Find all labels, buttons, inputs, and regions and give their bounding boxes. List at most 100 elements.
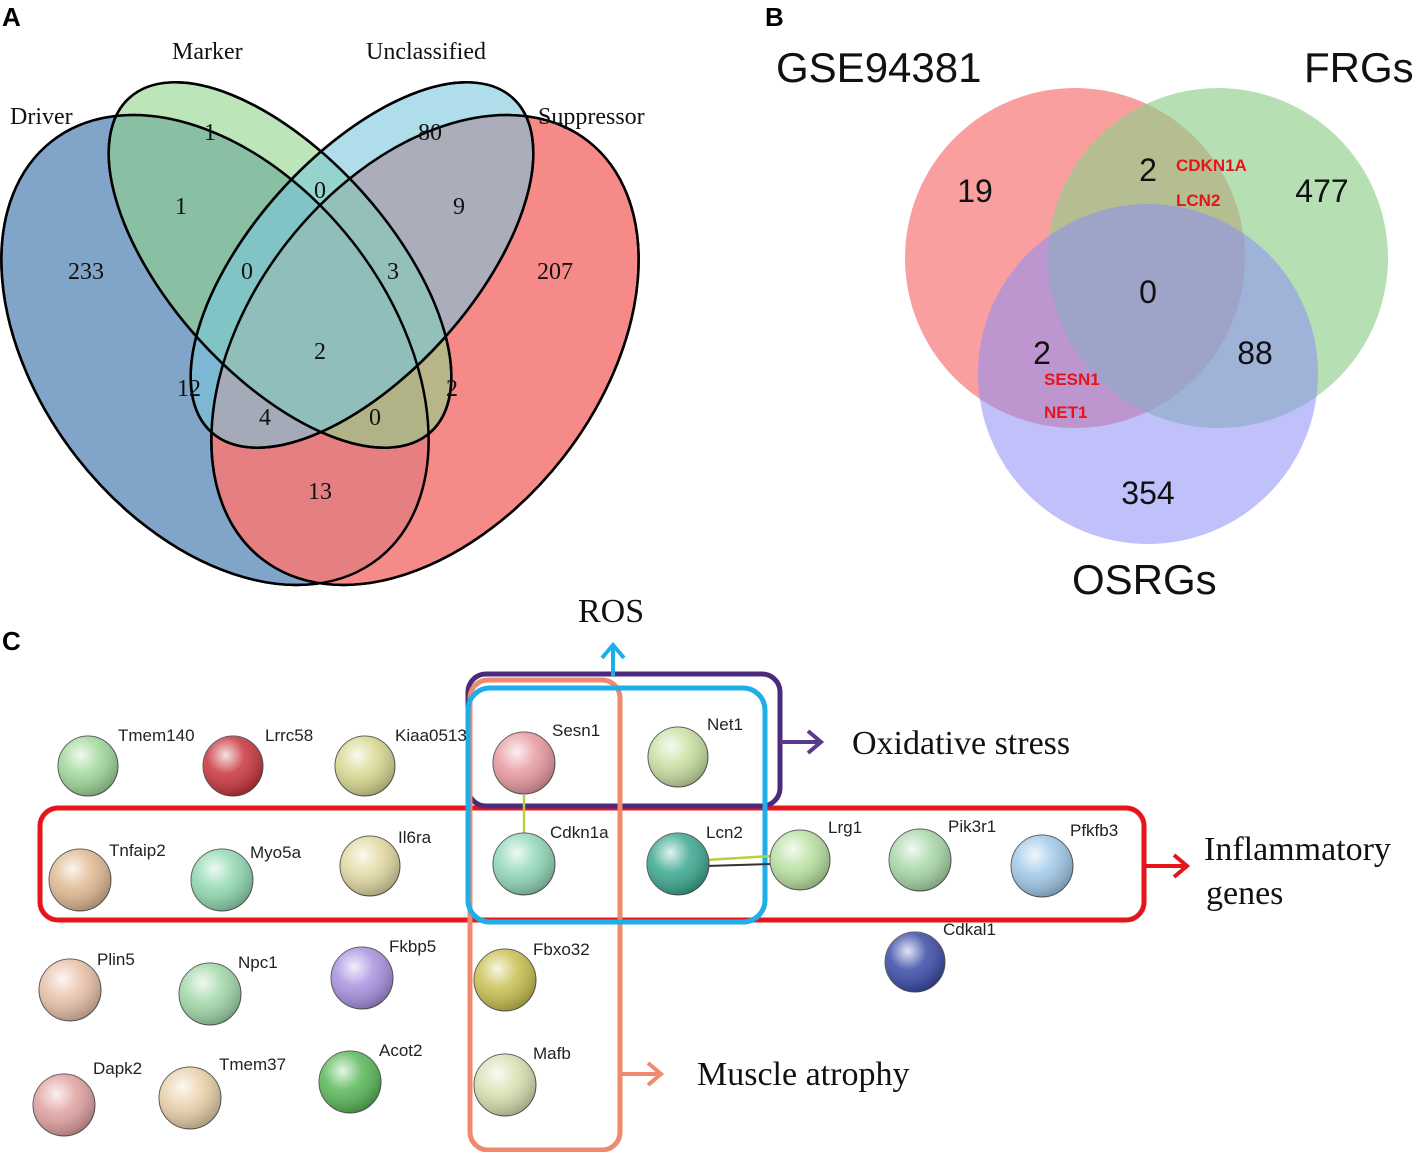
node-label: Mafb [533, 1044, 571, 1063]
arrow-inflammatory [1144, 853, 1191, 879]
label-inflammatory-line2: genes [1206, 875, 1283, 912]
node-label: Net1 [707, 715, 743, 734]
count-frgs-osrgs: 88 [1237, 335, 1273, 371]
node-pik3r1[interactable]: Pik3r1 [888, 817, 996, 892]
node-label: Il6ra [398, 828, 432, 847]
venn4-counts: 233 1 80 207 1 0 9 0 3 2 12 2 4 0 13 [68, 120, 573, 505]
node-label: Pfkfb3 [1070, 821, 1118, 840]
count-gse-frgs: 2 [1139, 152, 1157, 188]
node-label: Plin5 [97, 950, 135, 969]
node-label: Lrrc58 [265, 726, 313, 745]
set-label-suppressor: Suppressor [538, 104, 645, 130]
node-dapk2[interactable]: Dapk2 [32, 1059, 142, 1137]
count-driver-only: 233 [68, 259, 104, 285]
group-arrows [600, 641, 1191, 1087]
node-fbxo32[interactable]: Fbxo32 [473, 940, 590, 1012]
count-all-three: 0 [1139, 274, 1157, 310]
node-label: Myo5a [250, 843, 302, 862]
node-label: Npc1 [238, 953, 278, 972]
set-label-marker: Marker [172, 39, 243, 65]
edge-lcn2-lrg1-a [705, 854, 773, 862]
set-label-osrgs: OSRGs [1072, 556, 1217, 603]
network-nodes: Tmem140 Lrrc58 Kiaa0513 Sesn1 Net1 Tnfai… [32, 715, 1118, 1137]
node-sesn1[interactable]: Sesn1 [492, 721, 600, 795]
node-label: Tmem140 [118, 726, 195, 745]
node-cdkn1a[interactable]: Cdkn1a [492, 823, 609, 896]
node-label: Lrg1 [828, 818, 862, 837]
panel-c-letter: C [2, 626, 21, 656]
node-label: Pik3r1 [948, 817, 996, 836]
count-unclassified-only: 80 [418, 120, 442, 146]
count-driver-marker-unclassified: 0 [241, 259, 253, 285]
set-label-driver: Driver [10, 104, 73, 130]
count-unclassified-suppressor: 9 [453, 194, 465, 220]
set-label-frgs: FRGs [1304, 44, 1414, 91]
node-label: Fbxo32 [533, 940, 590, 959]
count-osrgs-only: 354 [1121, 475, 1174, 511]
count-driver-unclassified-suppressor: 4 [259, 405, 271, 431]
node-label: Tnfaip2 [109, 841, 166, 860]
count-marker-suppressor: 2 [446, 376, 458, 402]
venn4 [0, 81, 640, 587]
node-tmem140[interactable]: Tmem140 [57, 726, 195, 797]
node-pfkfb3[interactable]: Pfkfb3 [1010, 821, 1118, 898]
node-cdkal1[interactable]: Cdkal1 [884, 920, 996, 993]
node-tmem37[interactable]: Tmem37 [158, 1055, 286, 1130]
set-osrgs-shape [978, 204, 1318, 544]
group-labels: ROS Oxidative stress Inflammatory genes … [578, 593, 1391, 1093]
arrow-oxidative [780, 729, 825, 755]
label-inflammatory-line1: Inflammatory [1204, 831, 1391, 868]
count-driver-marker: 1 [175, 194, 187, 220]
gene-sesn1: SESN1 [1044, 370, 1100, 389]
node-acot2[interactable]: Acot2 [318, 1041, 422, 1114]
node-tnfaip2[interactable]: Tnfaip2 [48, 841, 166, 912]
arrow-muscle [620, 1061, 665, 1087]
box-ros [465, 685, 768, 925]
count-marker-only: 1 [204, 120, 216, 146]
venn3-counts: 19 477 354 2 2 88 0 [957, 152, 1348, 511]
network-edges [522, 795, 773, 867]
venn3 [905, 88, 1388, 544]
count-driver-unclassified: 12 [177, 376, 201, 402]
node-myo5a[interactable]: Myo5a [190, 843, 302, 912]
set-label-unclassified: Unclassified [366, 39, 486, 65]
label-oxidative-stress: Oxidative stress [852, 725, 1070, 762]
gene-lcn2: LCN2 [1176, 191, 1220, 210]
count-suppressor-only: 207 [537, 259, 573, 285]
venn3-gene-labels: CDKN1A LCN2 SESN1 NET1 [1044, 156, 1247, 422]
arrow-ros [600, 641, 626, 676]
node-label: Dapk2 [93, 1059, 142, 1078]
node-label: Lcn2 [706, 823, 743, 842]
count-all-four: 2 [314, 339, 326, 365]
node-npc1[interactable]: Npc1 [178, 953, 278, 1026]
panel-a-letter: A [2, 2, 21, 32]
node-lrg1[interactable]: Lrg1 [769, 818, 862, 891]
label-muscle-atrophy: Muscle atrophy [697, 1056, 909, 1093]
node-label: Cdkn1a [550, 823, 609, 842]
node-lrrc58[interactable]: Lrrc58 [202, 726, 313, 797]
gene-cdkn1a: CDKN1A [1176, 156, 1247, 175]
node-label: Fkbp5 [389, 937, 436, 956]
count-marker-unclassified-suppressor: 3 [387, 259, 399, 285]
node-il6ra[interactable]: Il6ra [339, 828, 432, 897]
node-label: Acot2 [379, 1041, 422, 1060]
count-frgs-only: 477 [1295, 173, 1348, 209]
node-label: Cdkal1 [943, 920, 996, 939]
node-net1[interactable]: Net1 [647, 715, 743, 788]
venn4-set-labels: Driver Marker Unclassified Suppressor [10, 39, 645, 130]
node-label: Tmem37 [219, 1055, 286, 1074]
node-plin5[interactable]: Plin5 [38, 950, 135, 1022]
venn3-set-labels: GSE94381 FRGs OSRGs [776, 44, 1414, 603]
node-fkbp5[interactable]: Fkbp5 [330, 937, 436, 1010]
panel-b-letter: B [765, 2, 784, 32]
node-lcn2[interactable]: Lcn2 [646, 823, 743, 896]
count-driver-suppressor: 13 [308, 479, 332, 505]
node-mafb[interactable]: Mafb [473, 1044, 571, 1117]
label-ros: ROS [578, 593, 644, 630]
gene-net1: NET1 [1044, 403, 1087, 422]
box-muscle [467, 677, 623, 1152]
count-gse-osrgs: 2 [1033, 335, 1051, 371]
node-label: Sesn1 [552, 721, 600, 740]
node-kiaa0513[interactable]: Kiaa0513 [334, 726, 467, 797]
